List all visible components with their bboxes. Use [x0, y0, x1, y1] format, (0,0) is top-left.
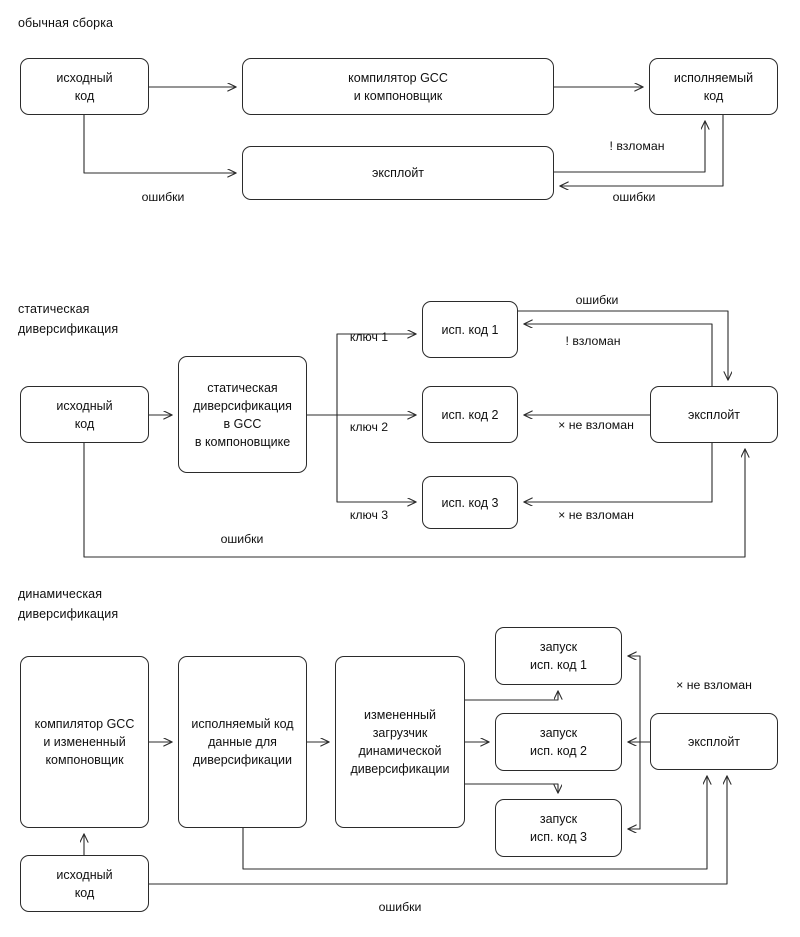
edge-exedata3-to-exploit3-errors: [242, 776, 707, 870]
edge-exe2-1-to-exploit2-errors: [518, 310, 728, 380]
node-run-exe-code-1[interactable]: запуск исп. код 1: [495, 627, 622, 685]
node-exploit-3[interactable]: эксплойт: [650, 713, 778, 770]
edge-label-key-1: ключ 1: [349, 330, 389, 344]
node-gcc-compiler-linker[interactable]: компилятор GCC и компоновщик: [242, 58, 554, 115]
node-gcc-compiler-modified-linker[interactable]: компилятор GCC и измененный компоновщик: [20, 656, 149, 828]
node-source-code-1[interactable]: исходный код: [20, 58, 149, 115]
edge-label-errors-bottom-2: ошибки: [220, 532, 264, 546]
node-source-code-2[interactable]: исходный код: [20, 386, 149, 443]
edge-label-not-hacked-2a: × не взломан: [558, 418, 634, 432]
edge-loader3-to-run1: [465, 691, 558, 701]
node-run-exe-code-3[interactable]: запуск исп. код 3: [495, 799, 622, 857]
edge-label-hacked-1: ! взломан: [609, 139, 665, 153]
node-run-exe-code-2[interactable]: запуск исп. код 2: [495, 713, 622, 771]
section-title-ordinary-build: обычная сборка: [18, 16, 114, 30]
node-exe-code-2[interactable]: исп. код 2: [422, 386, 518, 443]
node-executable-code-data[interactable]: исполняемый код данные для диверсификаци…: [178, 656, 307, 828]
edge-label-errors-src-exploit-1: ошибки: [141, 190, 185, 204]
node-exploit-1[interactable]: эксплойт: [242, 146, 554, 200]
node-exploit-2[interactable]: эксплойт: [650, 386, 778, 443]
section-title-static-diversification: статическая диверсификация: [18, 302, 119, 336]
edge-label-key-3: ключ 3: [349, 508, 389, 522]
edge-label-not-hacked-3: × не взломан: [676, 678, 752, 692]
edge-exploit3-to-run1: [628, 656, 641, 742]
node-source-code-3[interactable]: исходный код: [20, 855, 149, 912]
edge-statdiv-to-exe2-1-key1: [336, 334, 416, 415]
edge-src1-to-exploit1-errors: [83, 115, 236, 173]
section-title-dynamic-diversification: динамическая диверсификация: [18, 587, 119, 621]
edge-label-not-hacked-2b: × не взломан: [558, 508, 634, 522]
node-exe-code-3[interactable]: исп. код 3: [422, 476, 518, 529]
edge-exploit3-to-run3: [628, 742, 641, 829]
edge-label-hacked-2: ! взломан: [565, 334, 621, 348]
edge-label-errors-top-2: ошибки: [575, 293, 619, 307]
edge-label-errors-bottom-3: ошибки: [378, 900, 422, 914]
edge-loader3-to-run3: [465, 783, 558, 793]
edge-label-key-2: ключ 2: [349, 420, 389, 434]
node-exe-code-1[interactable]: исп. код 1: [422, 301, 518, 358]
edge-exploit2-to-exe2-3-not-hacked: [524, 443, 713, 502]
node-modified-dynamic-loader[interactable]: измененный загрузчик динамической диверс…: [335, 656, 465, 828]
node-static-diversification-gcc-linker[interactable]: статическая диверсификация в GCC в компо…: [178, 356, 307, 473]
edge-label-errors-exe-exploit-1: ошибки: [612, 190, 656, 204]
node-executable-code-1[interactable]: исполняемый код: [649, 58, 778, 115]
